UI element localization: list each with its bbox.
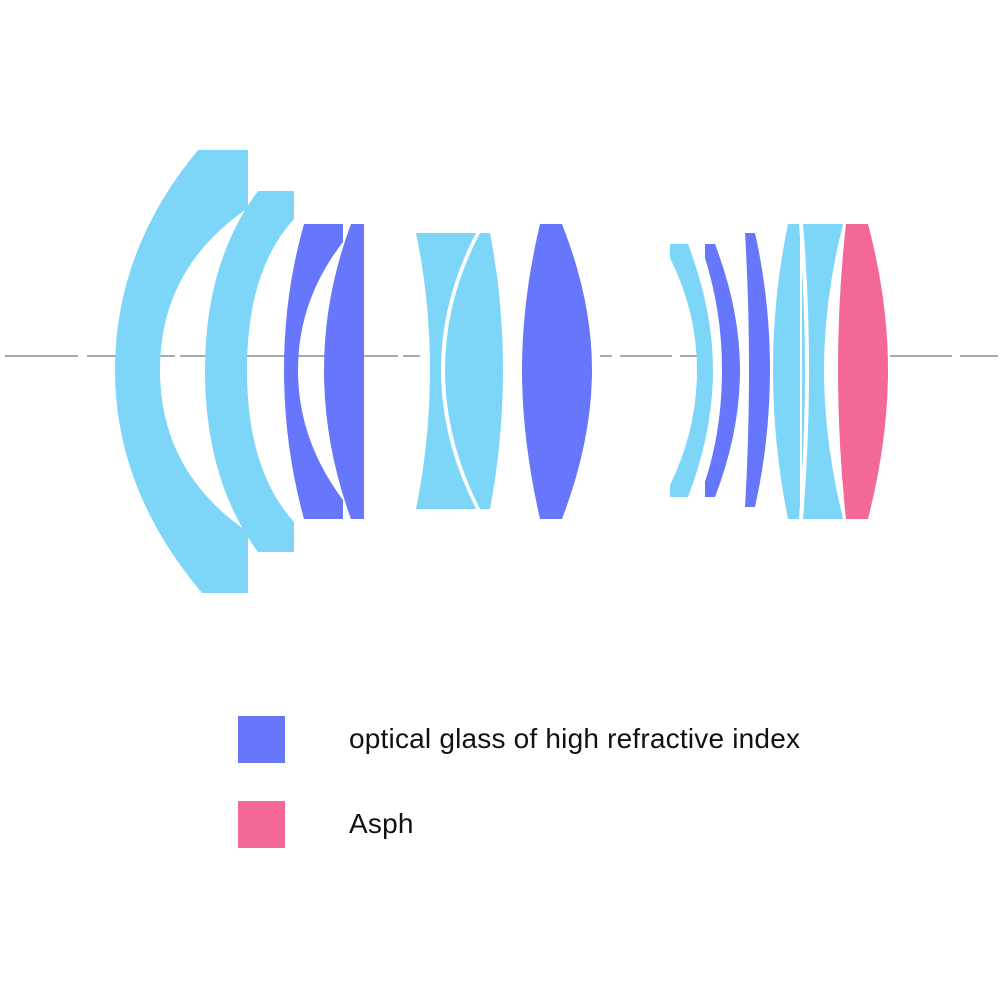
legend-swatch-asph bbox=[238, 800, 285, 848]
lens-element-7 bbox=[522, 224, 592, 519]
lens-element-2 bbox=[205, 191, 294, 552]
lens-element-8 bbox=[670, 244, 713, 497]
lens-element-6 bbox=[445, 233, 503, 509]
lens-element-4 bbox=[324, 224, 364, 519]
cement-seams bbox=[441, 224, 802, 519]
lens-element-11 bbox=[773, 224, 805, 519]
lens-element-3 bbox=[284, 224, 343, 519]
lens-element-12 bbox=[803, 224, 843, 519]
legend-item-asph: Asph bbox=[238, 800, 414, 848]
lens-element-13 bbox=[838, 224, 888, 519]
legend-swatch-high-refractive bbox=[238, 715, 285, 763]
lens-elements bbox=[115, 150, 888, 593]
lens-element-5 bbox=[416, 233, 476, 509]
legend-label-asph: Asph bbox=[349, 808, 414, 839]
lens-element-1 bbox=[115, 150, 248, 593]
lens-element-9 bbox=[705, 244, 740, 497]
legend-item-high-refractive: optical glass of high refractive index bbox=[238, 715, 800, 763]
legend-label-high-refractive: optical glass of high refractive index bbox=[349, 723, 801, 754]
lens-element-10 bbox=[745, 233, 770, 507]
